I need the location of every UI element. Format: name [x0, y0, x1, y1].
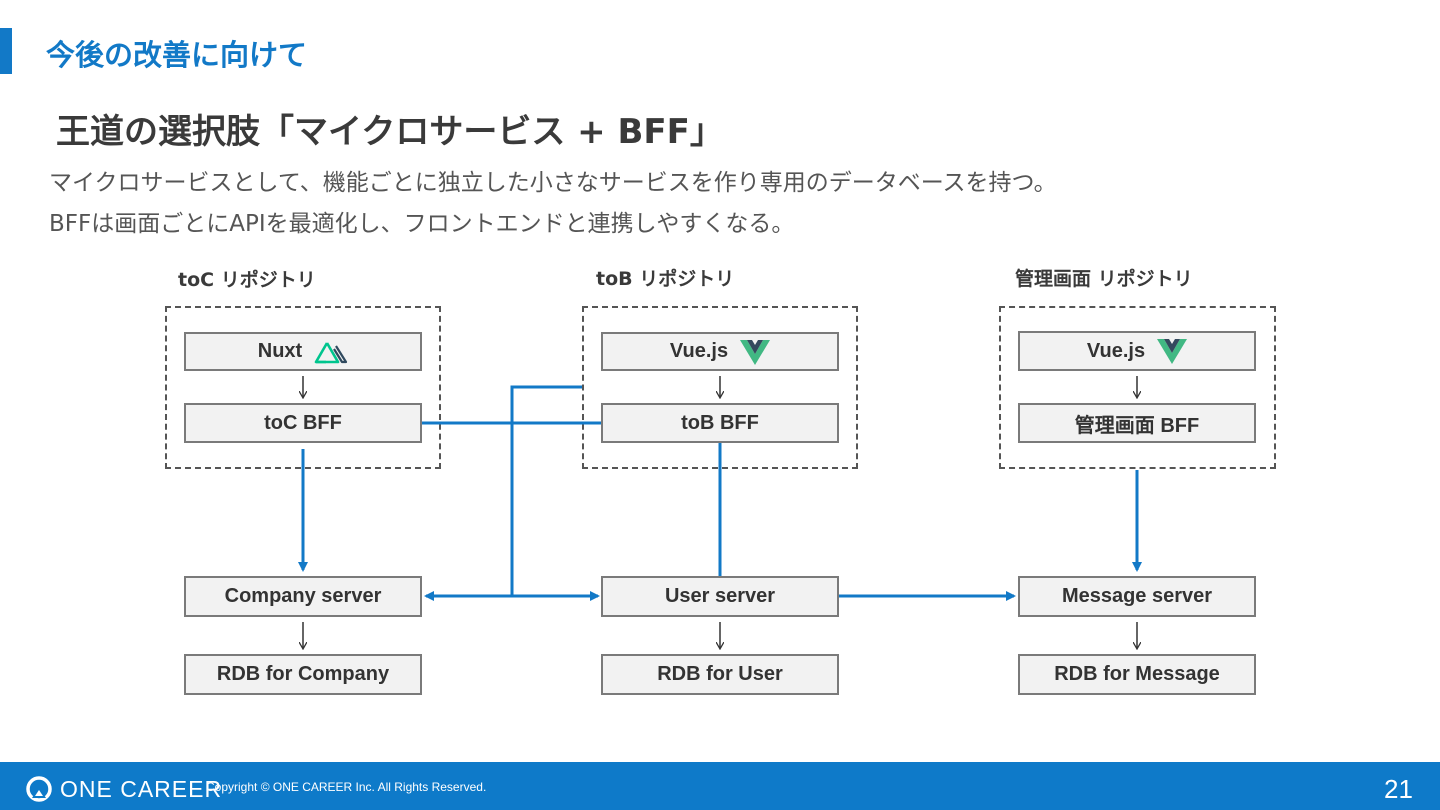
node-company-db: RDB for Company: [184, 654, 422, 695]
copyright-text: Copyright © ONE CAREER Inc. All Rights R…: [206, 780, 487, 794]
footer-bar: [0, 762, 1440, 810]
repo-box-admin: [999, 306, 1276, 469]
repo-label-toc: toC リポジトリ: [178, 269, 316, 291]
brand-name: ONE CAREER: [60, 776, 223, 802]
repo-label-tob: toB リポジトリ: [596, 268, 735, 290]
vue-icon: [1157, 338, 1188, 364]
node-vue-admin: Vue.js: [1018, 331, 1256, 371]
node-message-server: Message server: [1018, 576, 1256, 617]
node-user-db: RDB for User: [601, 654, 839, 695]
one-career-logo-icon: [26, 776, 52, 806]
node-nuxt-label: Nuxt: [257, 340, 303, 362]
nuxt-icon: [314, 340, 348, 364]
node-toc-bff: toC BFF: [184, 403, 422, 443]
description-line-1: マイクロサービスとして、機能ごとに独立した小さなサービスを作り専用のデータベース…: [49, 170, 1057, 196]
slide-title: 王道の選択肢「マイクロサービス + BFF」: [56, 112, 724, 152]
node-tob-bff: toB BFF: [601, 403, 839, 443]
node-vue-tob: Vue.js: [601, 332, 839, 371]
node-user-server: User server: [601, 576, 839, 617]
page-number: 21: [1384, 774, 1413, 804]
node-vue-tob-label: Vue.js: [669, 340, 729, 362]
repo-box-tob: [582, 306, 858, 469]
node-nuxt: Nuxt: [184, 332, 422, 371]
repo-label-admin: 管理画面 リポジトリ: [1015, 268, 1193, 290]
node-admin-bff: 管理画面 BFF: [1018, 403, 1256, 443]
description-line-2: BFFは画面ごとにAPIを最適化し、フロントエンドと連携しやすくなる。: [49, 211, 795, 237]
section-accent-bar: [0, 28, 12, 74]
section-title: 今後の改善に向けて: [46, 38, 308, 72]
repo-box-toc: [165, 306, 441, 469]
node-company-server: Company server: [184, 576, 422, 617]
node-vue-admin-label: Vue.js: [1086, 339, 1146, 362]
node-message-db: RDB for Message: [1018, 654, 1256, 695]
path-tob-to-company-user: [510, 385, 582, 596]
vue-icon: [740, 339, 771, 365]
